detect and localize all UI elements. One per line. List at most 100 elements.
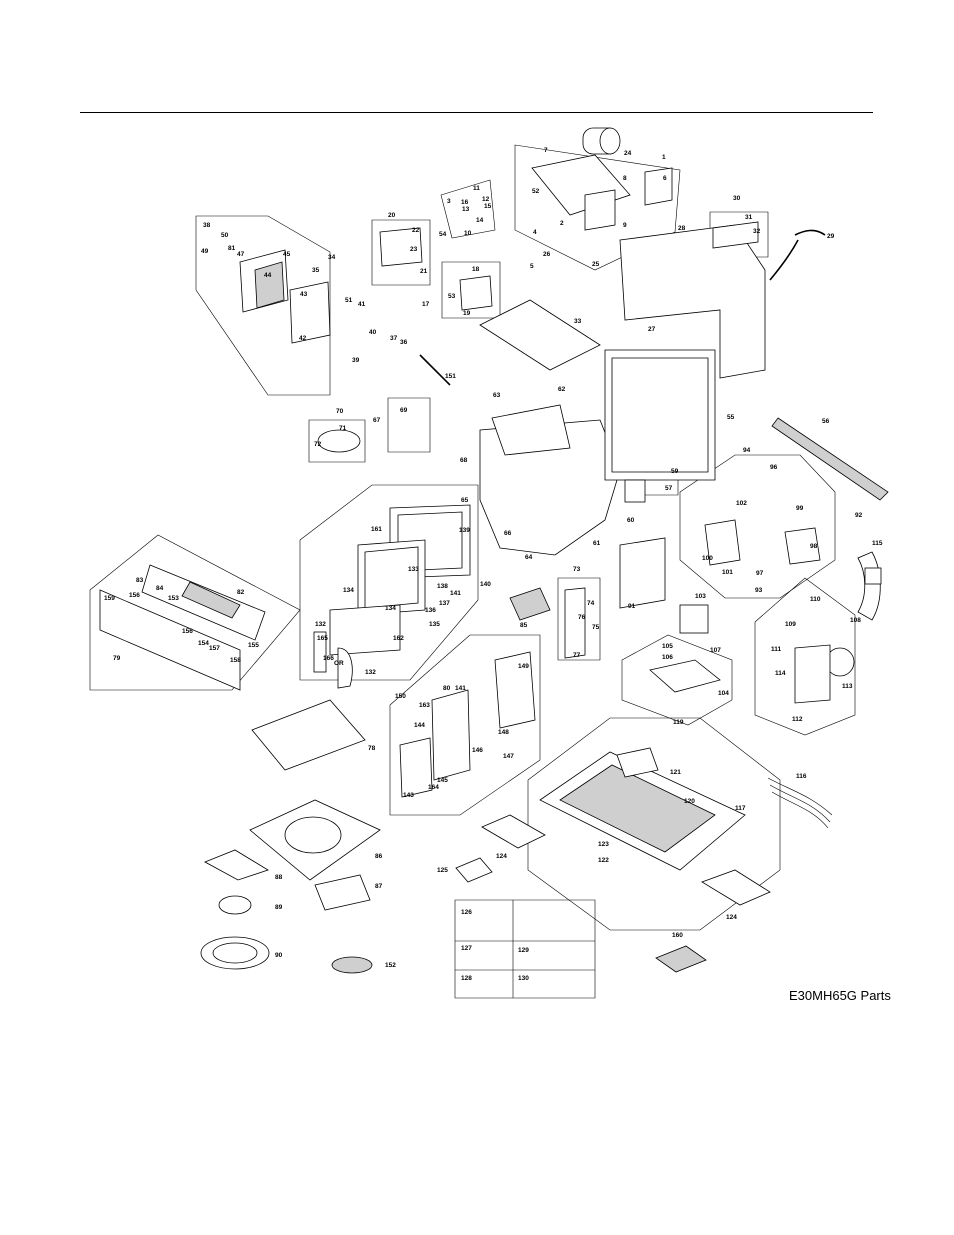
- callout-161: 161: [371, 526, 382, 533]
- callout-71: 71: [339, 425, 347, 432]
- callout-1: 1: [662, 154, 666, 161]
- callout-84: 84: [156, 585, 164, 592]
- callout-26: 26: [543, 251, 551, 258]
- callout-93: 93: [755, 587, 763, 594]
- callout-87: 87: [375, 883, 383, 890]
- callout-62: 62: [558, 386, 566, 393]
- callout-98: 98: [810, 543, 818, 550]
- callout-21: 21: [420, 268, 428, 275]
- callout-133: 133: [408, 566, 419, 573]
- callout-78: 78: [368, 745, 376, 752]
- callout-59: 59: [671, 468, 679, 475]
- callout-9: 9: [623, 222, 627, 229]
- callout-96: 96: [770, 464, 778, 471]
- callout-4: 4: [533, 229, 537, 236]
- callout-31: 31: [745, 214, 753, 221]
- callout-138: 138: [437, 583, 448, 590]
- callout-42: 42: [299, 335, 307, 342]
- callout-74: 74: [587, 600, 595, 607]
- callout-119: 119: [673, 719, 684, 726]
- callout-25: 25: [592, 261, 600, 268]
- callout-163: 163: [419, 702, 430, 709]
- callout-17: 17: [422, 301, 430, 308]
- callout-28: 28: [678, 225, 686, 232]
- callout-94: 94: [743, 447, 751, 454]
- callout-22: 22: [412, 227, 420, 234]
- callout-8: 8: [623, 175, 627, 182]
- callout-153: 153: [168, 595, 179, 602]
- callout-132a: 132: [315, 621, 326, 628]
- callout-134a: 134: [343, 587, 354, 594]
- callout-37: 37: [390, 335, 398, 342]
- callout-64: 64: [525, 554, 533, 561]
- diagram-caption: E30MH65G Parts: [789, 988, 891, 1003]
- callout-147: 147: [503, 753, 514, 760]
- callout-116: 116: [796, 773, 807, 780]
- callout-2: 2: [560, 220, 564, 227]
- callout-150: 150: [395, 693, 406, 700]
- callout-45: 45: [283, 251, 291, 258]
- callout-152: 152: [385, 962, 396, 969]
- callout-20: 20: [388, 212, 396, 219]
- callout-82: 82: [237, 589, 245, 596]
- callout-51: 51: [345, 297, 353, 304]
- callout-148: 148: [498, 729, 509, 736]
- callout-127: 127: [461, 945, 472, 952]
- callout-162: 162: [393, 635, 404, 642]
- callout-106: 106: [662, 654, 673, 661]
- part-shapes: [99, 127, 889, 974]
- callout-166: 166: [323, 655, 334, 662]
- callout-23: 23: [410, 246, 418, 253]
- callout-143: 143: [403, 792, 414, 799]
- callout-109: 109: [785, 621, 796, 628]
- callout-157: 157: [209, 645, 220, 652]
- callout-79: 79: [113, 655, 121, 662]
- callout-24: 24: [624, 150, 632, 157]
- callout-111: 111: [771, 646, 782, 653]
- callout-83: 83: [136, 577, 144, 584]
- callout-124b: 124: [726, 914, 737, 921]
- callout-53: 53: [448, 293, 456, 300]
- callout-56: 56: [822, 418, 830, 425]
- callout-12: 12: [482, 196, 490, 203]
- callout-39: 39: [352, 357, 360, 364]
- callout-7: 7: [544, 147, 548, 154]
- callout-85: 85: [520, 622, 528, 629]
- callout-36: 36: [400, 339, 408, 346]
- callout-11: 11: [473, 185, 480, 192]
- callout-76: 76: [578, 614, 586, 621]
- callout-158: 158: [230, 657, 241, 664]
- callout-75: 75: [592, 624, 600, 631]
- callout-32: 32: [753, 228, 761, 235]
- callout-38: 38: [203, 222, 211, 229]
- callout-112: 112: [792, 716, 803, 723]
- callout-68: 68: [460, 457, 468, 464]
- callout-155: 155: [248, 642, 259, 649]
- callout-41: 41: [358, 301, 366, 308]
- callout-108: 108: [850, 617, 861, 624]
- callout-124a: 124: [496, 853, 507, 860]
- callout-149: 149: [518, 663, 529, 670]
- callout-29: 29: [827, 233, 835, 240]
- callout-3: 3: [447, 198, 451, 205]
- callout-110: 110: [810, 596, 821, 603]
- callout-69: 69: [400, 407, 408, 414]
- callout-151: 151: [445, 373, 456, 380]
- callout-120: 120: [684, 798, 695, 805]
- callout-140: 140: [480, 581, 491, 588]
- callout-14: 14: [476, 217, 484, 224]
- callout-66: 66: [504, 530, 512, 537]
- callout-60: 60: [627, 517, 635, 524]
- callout-88: 88: [275, 874, 283, 881]
- callout-123: 123: [598, 841, 609, 848]
- callout-154: 154: [198, 640, 209, 647]
- callout-126: 126: [461, 909, 472, 916]
- callout-10: 10: [464, 230, 472, 237]
- callout-labels: 1 2 3 4 5 6 7 8 9 10 11 12 13 14 15 16 1…: [104, 147, 883, 982]
- callout-146: 146: [472, 747, 483, 754]
- callout-134b: 134: [385, 605, 396, 612]
- callout-81: 81: [228, 245, 236, 252]
- callout-156a: 156: [129, 592, 140, 599]
